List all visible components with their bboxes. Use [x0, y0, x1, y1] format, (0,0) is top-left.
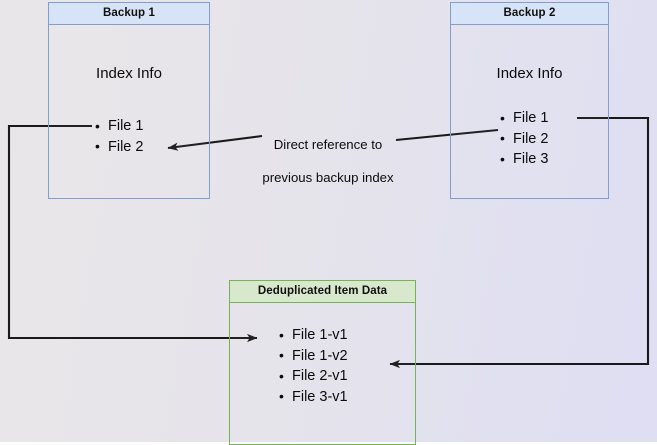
backup-1-header: Backup 1	[49, 3, 209, 25]
list-item: File 3	[500, 149, 549, 170]
list-item: File 1-v1	[279, 325, 348, 346]
deduplicated-item-data-header: Deduplicated Item Data	[230, 281, 415, 303]
list-item: File 1	[500, 108, 549, 129]
deduplicated-item-data-box[interactable]: Deduplicated Item Data File 1-v1 File 1-…	[229, 280, 416, 445]
caption-line-2: previous backup index	[262, 169, 394, 185]
deduplicated-item-list: File 1-v1 File 1-v2 File 2-v1 File 3-v1	[278, 325, 348, 407]
backup-1-file-list: File 1 File 2	[94, 116, 144, 158]
list-item: File 3-v1	[279, 386, 348, 408]
backup-2-header: Backup 2	[451, 3, 608, 25]
backup-2-box[interactable]: Backup 2 Index Info File 1 File 2 File 3	[450, 2, 609, 199]
backup-1-body: Index Info File 1 File 2	[49, 25, 209, 198]
list-item: File 1	[95, 116, 144, 137]
deduplicated-item-data-body: File 1-v1 File 1-v2 File 2-v1 File 3-v1	[230, 303, 415, 444]
caption-line-1: Direct reference to	[273, 136, 383, 152]
list-item: File 2	[500, 128, 549, 150]
list-item: File 1-v2	[279, 345, 348, 367]
backup-1-index-info-label: Index Info	[96, 65, 162, 82]
backup-2-file-list: File 1 File 2 File 3	[499, 108, 549, 170]
backup-2-body: Index Info File 1 File 2 File 3	[451, 25, 608, 198]
backup-2-index-info-label: Index Info	[496, 65, 563, 82]
backup-1-box[interactable]: Backup 1 Index Info File 1 File 2	[48, 2, 210, 199]
direct-reference-caption: Direct reference to previous backup inde…	[243, 120, 413, 203]
list-item: File 2	[95, 136, 144, 158]
list-item: File 2-v1	[279, 366, 348, 387]
